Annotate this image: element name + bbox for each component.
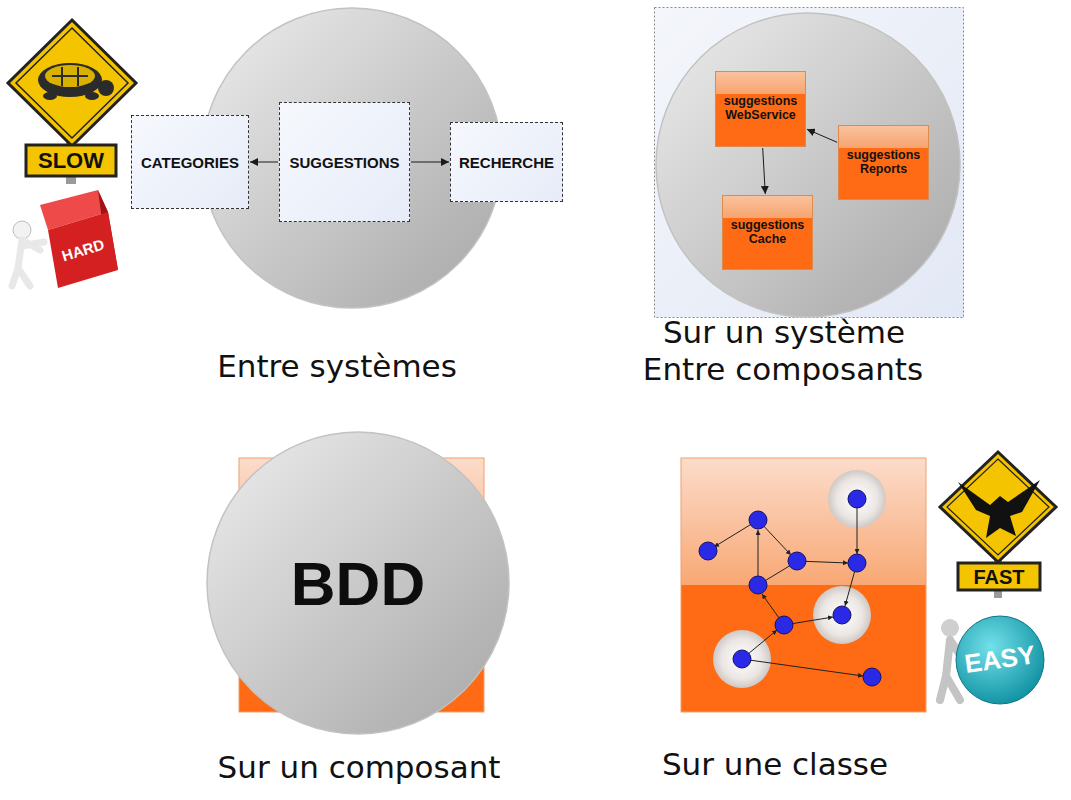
caption: Sur un composant — [218, 750, 501, 786]
caption: Entre systèmes — [217, 349, 457, 385]
slow-sign — [8, 20, 136, 184]
box-label: CATEGORIES — [136, 154, 244, 171]
box-label: SUGGESTIONS — [284, 154, 405, 171]
box-label: suggestions Reports — [842, 149, 925, 177]
system-box: RECHERCHE — [450, 122, 563, 202]
caption: Entre composants — [643, 352, 923, 388]
caption: Sur un système — [663, 315, 905, 351]
box-label: suggestions Cache — [726, 219, 809, 247]
component-box: suggestions Reports — [838, 125, 929, 200]
connector-arrow — [411, 162, 449, 163]
caption: Sur une classe — [662, 747, 888, 783]
component-box: suggestions WebService — [715, 71, 806, 147]
component-box: suggestions Cache — [722, 195, 813, 270]
system-box: SUGGESTIONS — [279, 102, 410, 222]
sign-text: SLOW — [38, 148, 104, 173]
connector-arrow — [763, 148, 766, 194]
connector-arrow — [807, 129, 837, 142]
database-circle: BDD — [206, 431, 510, 735]
circle-shape — [207, 432, 509, 734]
system-box: CATEGORIES — [131, 115, 249, 209]
system-circle — [656, 13, 960, 317]
box-label: suggestions WebService — [719, 95, 802, 123]
sign-text: FAST — [973, 566, 1024, 589]
connector-arrow — [250, 162, 278, 163]
class-network — [681, 458, 926, 712]
hard-cube — [12, 190, 118, 288]
system-pane — [655, 8, 964, 318]
fast-sign — [940, 452, 1056, 598]
box-label: RECHERCHE — [455, 154, 558, 171]
easy-ball — [940, 616, 1044, 704]
circle-label: BDD — [206, 548, 510, 619]
